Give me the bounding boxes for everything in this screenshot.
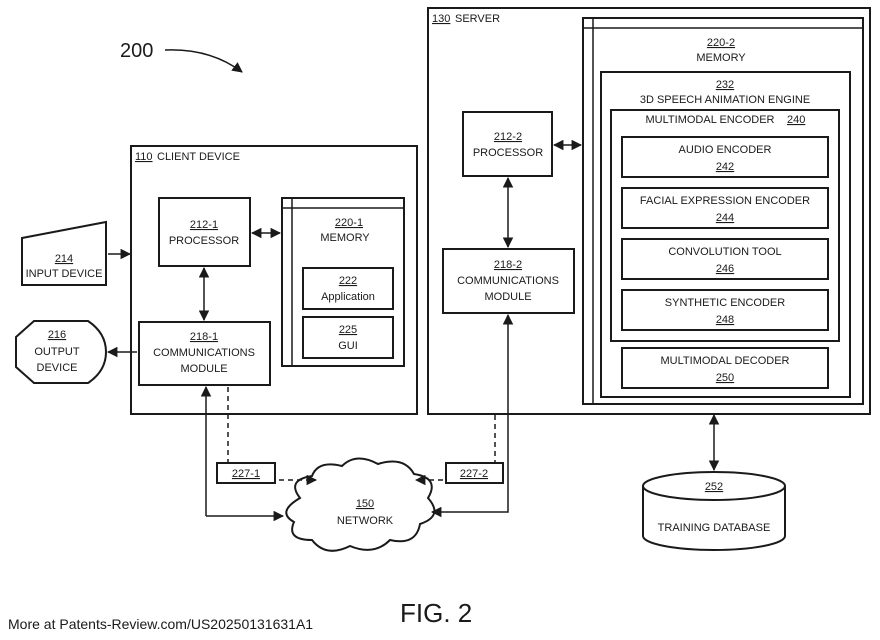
synthetic-encoder-label: SYNTHETIC ENCODER (665, 297, 785, 309)
comm-2-line2: MODULE (484, 291, 531, 303)
memory-1-label: MEMORY (320, 232, 370, 244)
network-ref: 150 (356, 498, 374, 510)
facial-encoder-label: FACIAL EXPRESSION ENCODER (640, 195, 810, 207)
engine-label: 3D SPEECH ANIMATION ENGINE (640, 94, 810, 106)
processor-2-box (463, 112, 552, 176)
memory-2-ref: 220-2 (707, 37, 735, 49)
application-label: Application (321, 291, 375, 303)
multimodal-decoder-ref: 250 (716, 372, 734, 384)
training-database-label: TRAINING DATABASE (658, 522, 771, 534)
comm-2-line1: COMMUNICATIONS (457, 275, 559, 287)
comm-1-ref: 218-1 (190, 331, 218, 343)
audio-encoder-label: AUDIO ENCODER (679, 144, 772, 156)
processor-2-label: PROCESSOR (473, 147, 543, 159)
output-device-ref: 216 (48, 329, 66, 341)
gui-label: GUI (338, 340, 358, 352)
multimodal-encoder-label: MULTIMODAL ENCODER (646, 114, 775, 126)
processor-2-ref: 212-2 (494, 131, 522, 143)
convolution-tool-label: CONVOLUTION TOOL (668, 246, 781, 258)
client-device-label: CLIENT DEVICE (157, 151, 240, 163)
link-227-2-ref: 227-2 (460, 468, 488, 480)
audio-encoder-ref: 242 (716, 161, 734, 173)
multimodal-encoder-ref: 240 (787, 114, 805, 126)
facial-encoder-ref: 244 (716, 212, 734, 224)
processor-1-label: PROCESSOR (169, 235, 239, 247)
engine-ref: 232 (716, 79, 734, 91)
application-ref: 222 (339, 275, 357, 287)
convolution-tool-ref: 246 (716, 263, 734, 275)
gui-ref: 225 (339, 324, 357, 336)
network-label: NETWORK (337, 515, 394, 527)
memory-1-ref: 220-1 (335, 217, 363, 229)
memory-2-label: MEMORY (696, 52, 746, 64)
figure-ref: 200 (120, 40, 153, 62)
training-database-ref: 252 (705, 481, 723, 493)
comm-2-ref: 218-2 (494, 259, 522, 271)
server-label: SERVER (455, 13, 500, 25)
output-device-line2: DEVICE (37, 362, 78, 374)
server-ref: 130 (432, 13, 450, 25)
multimodal-decoder-label: MULTIMODAL DECODER (661, 355, 790, 367)
link-227-1-ref: 227-1 (232, 468, 260, 480)
footer-text: More at Patents-Review.com/US20250131631… (8, 616, 313, 632)
synthetic-encoder-ref: 248 (716, 314, 734, 326)
client-device-ref: 110 (135, 151, 153, 163)
input-device-ref: 214 (55, 253, 73, 265)
comm-1-line1: COMMUNICATIONS (153, 347, 255, 359)
comm-1-line2: MODULE (180, 363, 227, 375)
processor-1-box (159, 198, 250, 266)
figure-ref-arrow (165, 50, 242, 72)
output-device-line1: OUTPUT (34, 346, 80, 358)
input-device-label: INPUT DEVICE (26, 268, 103, 280)
processor-1-ref: 212-1 (190, 219, 218, 231)
figure-label: FIG. 2 (400, 598, 472, 628)
